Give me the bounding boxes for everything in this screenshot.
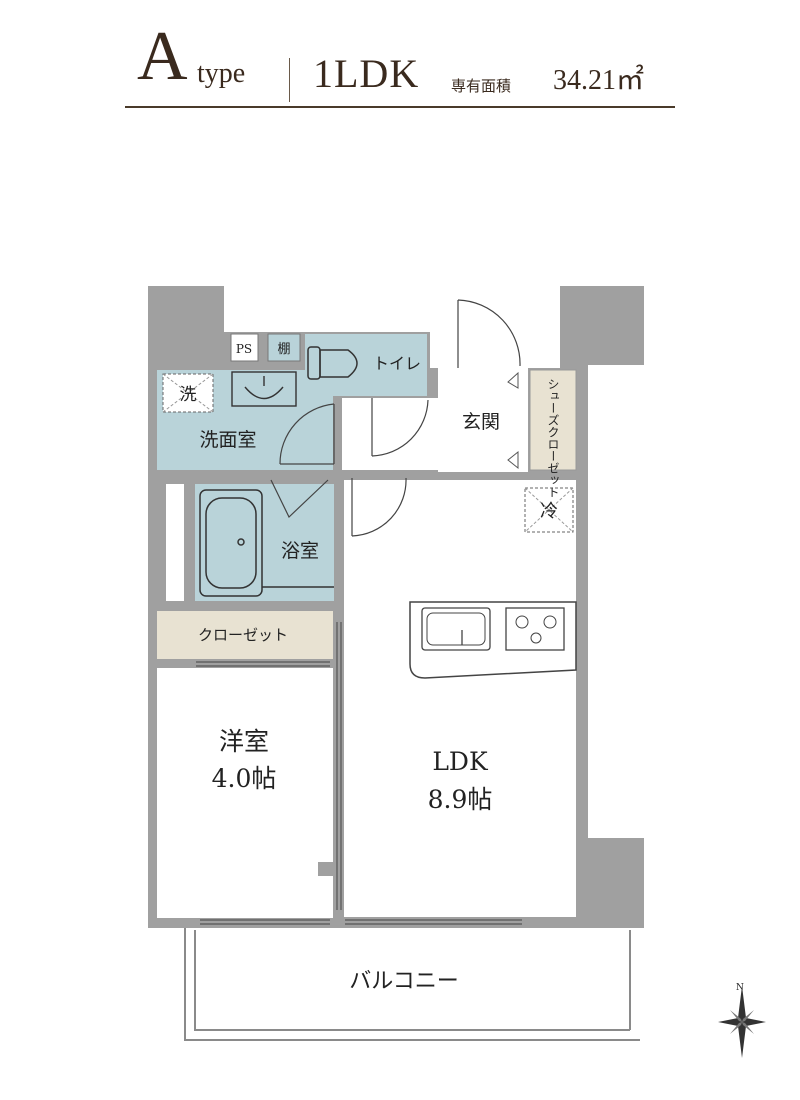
wet-areas: [157, 334, 427, 601]
toilet-icon: [307, 346, 358, 380]
shelf-box: [267, 333, 301, 362]
room-floors: [157, 368, 576, 918]
western-room-name: 洋室: [219, 727, 269, 756]
fridge-label: 冷: [540, 501, 558, 522]
header-separator: [289, 58, 290, 102]
bath-door: [270, 479, 329, 518]
plan-header: A type 1LDK 専有面積 34.21㎡: [125, 22, 675, 108]
shoe-closet: [529, 369, 577, 471]
ps-box: [230, 333, 259, 362]
bathtub-icon: [199, 489, 334, 597]
ldk-name: LDK: [432, 747, 489, 776]
washer-box: [162, 373, 214, 413]
closet: [157, 611, 333, 659]
hall-door: [371, 398, 429, 457]
shoe-closet-markers: [507, 371, 519, 470]
closet-label: クローゼット: [198, 626, 288, 644]
bath-label: 浴室: [281, 540, 319, 562]
kitchen-counter: [409, 601, 577, 679]
layout-name: 1LDK: [313, 51, 420, 96]
sink-icon: [421, 607, 491, 651]
washer-label: 洗: [180, 385, 197, 405]
balcony-outline: [184, 928, 640, 1041]
balcony-label: バルコニー: [349, 969, 459, 994]
compass-n-label: N: [736, 983, 744, 993]
entrance-label: 玄関: [462, 411, 500, 433]
area-label: 専有面積: [451, 77, 512, 95]
fridge-box: [524, 487, 574, 533]
type-letter: A: [137, 18, 188, 95]
bathroom: [195, 484, 334, 601]
toilet-label: トイレ: [373, 354, 421, 373]
entrance-door: [457, 299, 521, 368]
type-word: type: [197, 58, 246, 89]
area-value: 34.21㎡: [553, 65, 645, 96]
shoe-closet-label: シューズクローゼット: [546, 378, 560, 498]
stove-icon: [505, 607, 565, 651]
ldk-size: 8.9帖: [428, 785, 493, 814]
sliding-doors: [196, 622, 522, 925]
compass-icon: [718, 986, 766, 1058]
washbasin-icon: [231, 371, 297, 407]
header-rule: [125, 106, 675, 108]
washroom-label: 洗面室: [199, 429, 256, 451]
ldk-door: [351, 477, 407, 537]
shelf-label: 棚: [277, 342, 290, 357]
western-room-size: 4.0帖: [212, 764, 277, 793]
wall-notch: [318, 862, 335, 876]
washroom-door: [279, 403, 335, 465]
ps-label: PS: [236, 342, 252, 356]
